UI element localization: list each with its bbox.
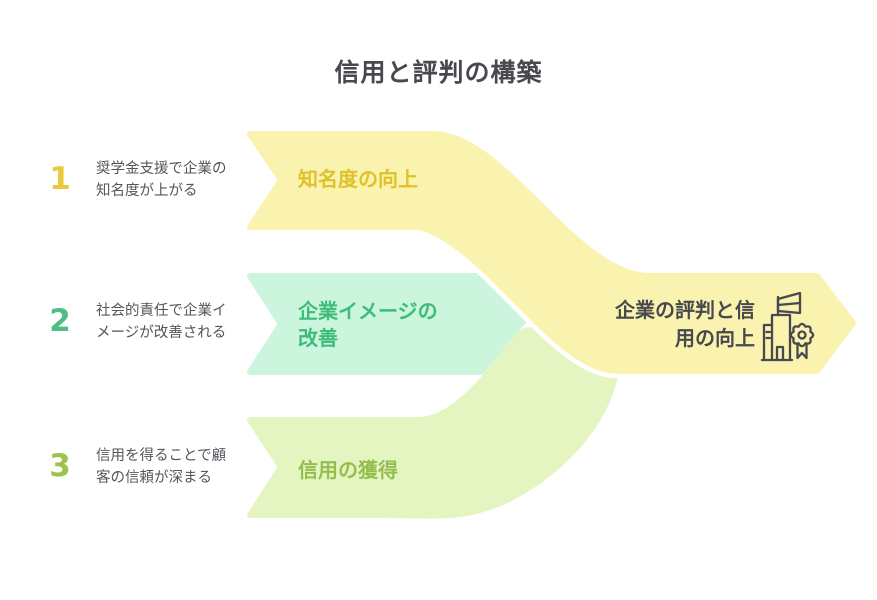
step-number-2: 2 <box>49 303 71 339</box>
step-description-3: 信用を得ることで顧 客の信頼が深まる <box>96 445 226 489</box>
band-awareness-result-arrow-shape <box>247 131 856 374</box>
band-label-corporate-image-line2: 改善 <box>298 326 338 350</box>
band-label-corporate-image-line1: 企業イメージの <box>298 299 438 323</box>
step-number-1: 1 <box>49 161 71 197</box>
step-description-3-line1: 信用を得ることで顧 <box>96 448 227 464</box>
band-label-corporate-image: 企業イメージの 改善 <box>298 298 438 352</box>
band-label-trust-line1: 信用の獲得 <box>298 458 398 482</box>
award-medal-icon <box>789 322 815 360</box>
step-description-1-line2: 知名度が上がる <box>96 183 198 199</box>
step-description-2-line1: 社会的責任で企業イ <box>96 303 227 319</box>
result-label: 企業の評判と信 用の向上 <box>563 296 755 352</box>
diagram-title: 信用と評判の構築 <box>334 58 543 87</box>
step-description-3-line2: 客の信頼が深まる <box>96 470 212 486</box>
result-label-line2: 用の向上 <box>675 326 755 350</box>
band-label-awareness: 知名度の向上 <box>298 166 418 193</box>
band-label-awareness-line1: 知名度の向上 <box>298 167 418 191</box>
result-label-line1: 企業の評判と信 <box>615 298 755 322</box>
step-description-1: 奨学金支援で企業の 知名度が上がる <box>96 158 227 202</box>
step-number-3: 3 <box>49 448 71 484</box>
flag-icon <box>776 291 802 317</box>
building-award-icon <box>760 291 815 362</box>
step-description-2: 社会的責任で企業イ メージが改善される <box>96 300 227 344</box>
band-label-trust: 信用の獲得 <box>298 457 398 484</box>
step-description-2-line2: メージが改善される <box>96 325 227 341</box>
building-icon <box>760 313 794 362</box>
step-description-1-line1: 奨学金支援で企業の <box>96 161 227 177</box>
